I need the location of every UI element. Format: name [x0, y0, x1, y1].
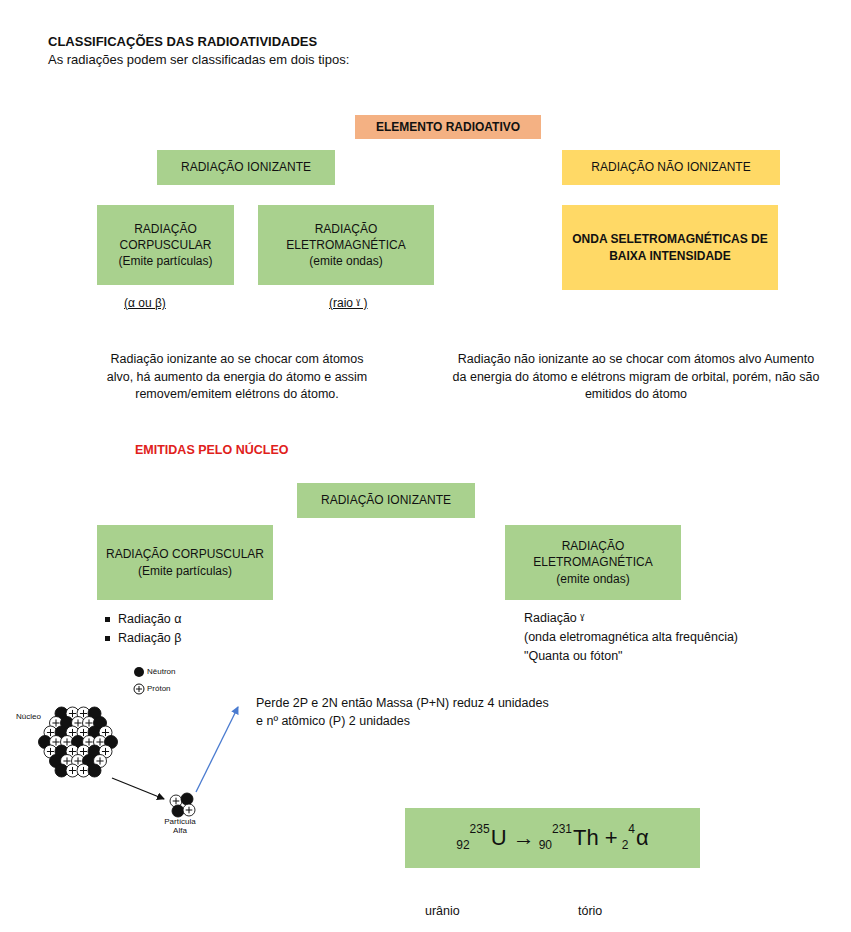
proton-plus — [69, 710, 76, 717]
equation-part: α — [636, 823, 649, 853]
type-box: ONDA SELETROMAGNÉTICAS DE BAIXA INTENSID… — [562, 205, 778, 290]
proton-plus — [52, 738, 59, 745]
proton-plus — [74, 757, 81, 764]
proton-plus — [173, 798, 180, 805]
proton-plus — [136, 686, 142, 692]
proton-plus — [69, 748, 76, 755]
figure-label: Núcleo — [16, 711, 41, 722]
type-box: RADIAÇÃO CORPUSCULAR(Emite partículas) — [97, 525, 273, 600]
type-box: RADIAÇÃO CORPUSCULAR(Emite partículas) — [97, 205, 234, 285]
box-note: (emite ondas) — [556, 571, 629, 587]
box-note: (Emite partículas) — [118, 253, 212, 269]
box-title: RADIAÇÃO ELETROMAGNÉTICA — [264, 221, 428, 253]
bullet — [105, 636, 110, 641]
proton-plus — [69, 729, 76, 736]
proton-plus — [96, 757, 103, 764]
equation-part: 2 — [622, 837, 629, 853]
explanation: Radiação ionizante ao se chocar com átom… — [96, 351, 378, 404]
box-note: (emite ondas) — [309, 253, 382, 269]
example-note: (raio ˠ ) — [329, 295, 368, 312]
box-title: RADIAÇÃO IONIZANTE — [321, 492, 451, 508]
proton-plus — [47, 748, 54, 755]
type-box: RADIAÇÃO ELETROMAGNÉTICA(emite ondas) — [258, 205, 434, 285]
box-title: RADIAÇÃO ELETROMAGNÉTICA — [511, 538, 675, 570]
arrow — [196, 707, 238, 792]
box-title: RADIAÇÃO IONIZANTE — [181, 159, 311, 175]
category-box: RADIAÇÃO NÃO IONIZANTE — [562, 150, 780, 185]
proton-plus — [52, 719, 59, 726]
box-title: ELEMENTO RADIOATIVO — [376, 119, 520, 135]
proton-plus — [102, 748, 109, 755]
proton — [183, 804, 195, 816]
proton-plus — [102, 729, 109, 736]
equation-part: 231 — [552, 821, 572, 837]
bullet — [105, 617, 110, 622]
proton-plus — [80, 748, 87, 755]
description: (onda eletromagnética alta frequência) — [524, 629, 738, 647]
proton-symbol — [134, 684, 144, 694]
proton-plus — [80, 729, 87, 736]
proton-plus — [85, 719, 92, 726]
element-name: urânio — [425, 903, 460, 921]
proton-plus — [80, 767, 87, 774]
explanation: Perde 2P e 2N então Massa (P+N) reduz 4 … — [256, 695, 556, 730]
list-item: Radiação α — [118, 611, 182, 629]
box-title: RADIAÇÃO CORPUSCULAR — [103, 221, 228, 253]
proton-plus — [96, 738, 103, 745]
explanation: Radiação não ionizante ao se chocar com … — [450, 351, 822, 404]
description: Radiação ˠ — [524, 610, 584, 628]
box-title: RADIAÇÃO NÃO IONIZANTE — [591, 159, 750, 175]
proton-plus — [85, 738, 92, 745]
proton-plus — [74, 719, 81, 726]
element-name: tório — [578, 903, 602, 921]
equation-part: Th + — [573, 823, 618, 853]
example-note: (α ou β) — [124, 295, 166, 312]
alpha-particle — [170, 793, 195, 817]
box-title: ONDA SELETROMAGNÉTICAS DE BAIXA INTENSID… — [568, 231, 772, 263]
section-heading: EMITIDAS PELO NÚCLEO — [135, 442, 288, 460]
nucleus-drawing — [39, 707, 118, 777]
title: CLASSIFICAÇÕES DAS RADIOATIVIDADES — [48, 33, 317, 51]
legend-text: Nêutron — [147, 666, 175, 677]
proton-plus — [69, 767, 76, 774]
equation-part: U → — [491, 823, 535, 853]
description: "Quanta ou fóton" — [524, 648, 623, 666]
proton-plus — [63, 757, 70, 764]
category-box: RADIAÇÃO IONIZANTE — [297, 483, 475, 518]
subtitle: As radiações podem ser classificadas em … — [48, 51, 349, 69]
proton-plus — [47, 729, 54, 736]
equation-part: 235 — [470, 821, 490, 837]
list-item: Radiação β — [118, 630, 181, 648]
box-note: (Emite partículas) — [138, 563, 232, 579]
neutron — [181, 793, 193, 805]
root-box: ELEMENTO RADIOATIVO — [355, 115, 541, 139]
arrow — [112, 778, 164, 799]
type-box: RADIAÇÃO ELETROMAGNÉTICA(emite ondas) — [505, 525, 681, 600]
proton-plus — [80, 710, 87, 717]
neutron-symbol — [134, 667, 144, 677]
category-box: RADIAÇÃO IONIZANTE — [157, 150, 335, 185]
equation-box: 92235U →90231Th +24α — [405, 808, 700, 868]
neutron — [172, 805, 184, 817]
equation-part: 90 — [539, 837, 552, 853]
neutron — [88, 764, 101, 777]
equation-part: 92 — [456, 837, 469, 853]
proton-plus — [63, 738, 70, 745]
box-title: RADIAÇÃO CORPUSCULAR — [106, 546, 264, 562]
equation-part: 4 — [628, 821, 635, 837]
figure-label: Partícula Alfa — [160, 818, 200, 836]
proton-plus — [186, 807, 193, 814]
legend-text: Próton — [147, 683, 171, 694]
